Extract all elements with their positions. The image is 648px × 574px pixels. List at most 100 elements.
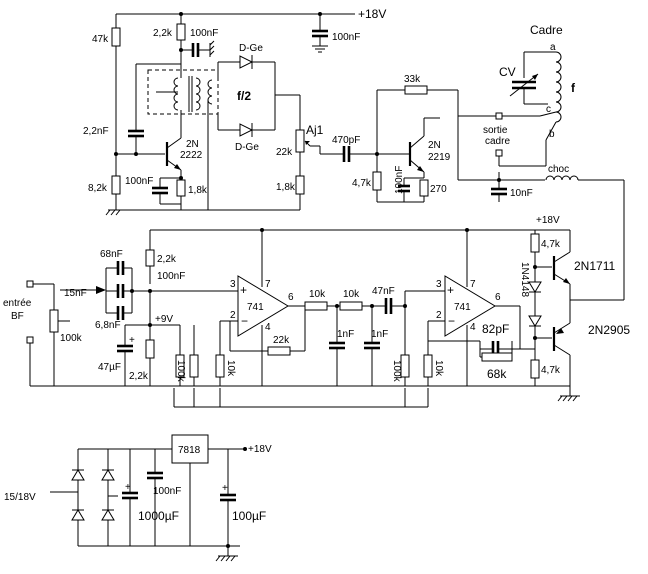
- diode: [239, 123, 254, 137]
- potentiometer: [49, 309, 59, 333]
- tap-label: c: [546, 104, 551, 115]
- regulator-label: 7818: [178, 445, 201, 456]
- resistor: [176, 179, 186, 197]
- diode: [101, 469, 115, 481]
- capacitor-label: 100nF: [125, 176, 153, 187]
- resistor-label: 4,7k: [541, 239, 561, 250]
- capacitor-label: 100µF: [232, 509, 266, 523]
- pin-number: 7: [470, 279, 476, 290]
- capacitor-label: 100nF: [332, 32, 360, 43]
- resistor-label: 4,7k: [352, 178, 372, 189]
- supply-label: +18V: [536, 215, 560, 226]
- capacitor-label: 47µF: [98, 362, 121, 373]
- diode: [528, 315, 542, 327]
- input-voltage-label: 15/18V: [4, 492, 36, 503]
- pin-number: 4: [265, 322, 271, 333]
- shielded-transformer: [147, 69, 219, 115]
- frame-label: Cadre: [530, 23, 563, 37]
- supply-label: +9V: [155, 314, 173, 325]
- variable-capacitor-label: CV: [499, 65, 516, 79]
- diode-label: D-Ge: [239, 43, 263, 54]
- resistor: [111, 175, 121, 195]
- pin-number: 3: [230, 279, 236, 290]
- resistor-label: 100k: [175, 360, 186, 383]
- resistor: [419, 179, 429, 197]
- resistor-label: 22k: [273, 335, 290, 346]
- resistor-label: 8,2k: [88, 183, 108, 194]
- resistor-label: 47k: [92, 34, 109, 45]
- tap-label: b: [549, 129, 555, 140]
- pin-number: 6: [288, 292, 294, 303]
- freq-halver-label: f/2: [237, 89, 251, 103]
- adjust-label: Aj1: [306, 123, 324, 137]
- resistor-label: 68k: [487, 367, 507, 381]
- resistor: [423, 354, 433, 378]
- plus-input-mark: +: [240, 283, 247, 297]
- frame-freq-label: f: [571, 81, 576, 95]
- diode: [71, 509, 85, 521]
- resistor: [481, 352, 513, 362]
- capacitor-label: 100nF: [157, 271, 185, 282]
- diode: [71, 469, 85, 481]
- resistor: [530, 359, 540, 379]
- pot-label: 100k: [60, 333, 83, 344]
- resistor: [145, 249, 155, 267]
- capacitor-label: 10nF: [510, 188, 533, 199]
- transistor-label: 2N: [186, 139, 199, 150]
- diode-label: 1N4148: [519, 262, 530, 297]
- pin-number: 4: [470, 322, 476, 333]
- capacitor-label: 1000µF: [138, 509, 179, 523]
- resistor-label: 100k: [391, 360, 402, 383]
- resistor-label: 4,7k: [541, 365, 561, 376]
- pin-number: 2: [436, 310, 442, 321]
- minus-input-mark: −: [241, 314, 248, 328]
- supply-label: +18V: [358, 7, 386, 21]
- resistor: [267, 346, 291, 356]
- capacitor-label: 68nF: [100, 249, 123, 260]
- transistor-label: 2N1711: [574, 259, 615, 273]
- transistor-label: 2N: [428, 140, 441, 151]
- polarity-mark: +: [222, 483, 228, 494]
- resistor-label: 2,2k: [129, 371, 149, 382]
- resistor: [372, 171, 382, 191]
- resistor: [189, 354, 199, 378]
- capacitor-label: 1nF: [371, 329, 388, 340]
- capacitor-label: 100nF: [190, 28, 218, 39]
- minus-input-mark: −: [448, 314, 455, 328]
- resistor: [111, 27, 121, 47]
- plus-input-mark: +: [447, 283, 454, 297]
- capacitor-label: 100nF: [153, 486, 181, 497]
- resistor: [530, 233, 540, 253]
- pin-number: 6: [495, 292, 501, 303]
- resistor-label: 10k: [309, 289, 326, 300]
- resistor: [145, 339, 155, 359]
- resistor-label: 33k: [404, 74, 421, 85]
- resistor-label: 270: [430, 184, 447, 195]
- capacitor-label: 470pF: [332, 135, 360, 146]
- transistor-label: 2219: [428, 152, 451, 163]
- resistor-label: 1,8k: [276, 182, 296, 193]
- diode: [239, 55, 254, 69]
- opamp-1: [237, 275, 289, 337]
- resistor-label: 2,2k: [157, 254, 177, 265]
- polarity-mark: +: [129, 335, 135, 346]
- output-label: sortie: [483, 125, 508, 136]
- pin-number: 2: [230, 310, 236, 321]
- resistor: [295, 175, 305, 195]
- capacitor-label: 2,2nF: [83, 126, 109, 137]
- resistor-label: 10k: [433, 360, 444, 377]
- output-terminal: [495, 112, 503, 120]
- capacitor-label: 47nF: [372, 286, 395, 297]
- tap-label: a: [550, 42, 556, 53]
- input-terminal: [26, 336, 34, 344]
- opamp-2: [444, 275, 496, 337]
- polarity-mark: +: [125, 482, 131, 493]
- input-label: BF: [11, 311, 24, 322]
- resistor-label: 2,2k: [153, 28, 173, 39]
- opamp-label: 741: [454, 302, 471, 313]
- input-label: entrée: [3, 298, 32, 309]
- resistor: [215, 354, 225, 378]
- diode-label: D-Ge: [235, 142, 259, 153]
- capacitor-label: 82pF: [482, 322, 509, 336]
